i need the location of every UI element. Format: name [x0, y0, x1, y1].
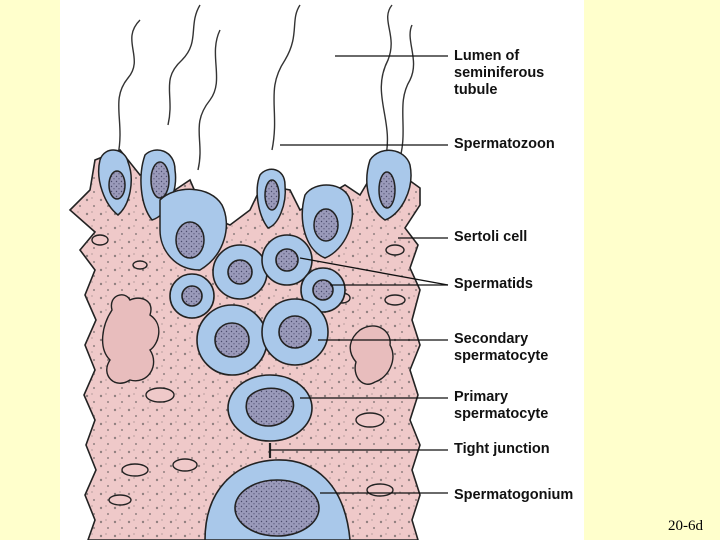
sertoli-organelles: [91, 234, 406, 506]
slide-number: 20-6d: [668, 518, 703, 534]
label-secondary-line-2: spermatocyte: [454, 348, 549, 364]
label-spermatids: Spermatids: [454, 276, 533, 292]
label-primary-line-1: Primary: [454, 389, 509, 405]
primary-spermatocyte: [227, 374, 313, 442]
label-lumen-line-3: tubule: [454, 82, 498, 98]
label-spermatogonium: Spermatogonium: [454, 487, 574, 503]
label-primary-spermatocyte: Primary spermatocyte: [454, 389, 548, 423]
label-primary-line-2: spermatocyte: [454, 406, 549, 422]
label-secondary-line-1: Secondary: [454, 331, 529, 347]
label-secondary-spermatocyte: Secondary spermatocyte: [454, 331, 548, 365]
label-lumen-line-2: seminiferous: [454, 65, 545, 81]
label-sertoli-cell: Sertoli cell: [454, 229, 528, 245]
label-lumen-line-1: Lumen of: [454, 48, 520, 64]
label-spermatozoon: Spermatozoon: [454, 136, 555, 152]
label-lumen: Lumen of seminiferous tubule: [454, 48, 544, 99]
secondary-spermatocytes: [196, 298, 329, 376]
sperm-heads: [98, 149, 412, 271]
label-tight-junction: Tight junction: [454, 441, 550, 457]
sperm-tails: [117, 4, 415, 171]
leader-lines: [270, 55, 449, 494]
spermatids: [169, 234, 346, 319]
spermatogonium: [204, 459, 351, 540]
